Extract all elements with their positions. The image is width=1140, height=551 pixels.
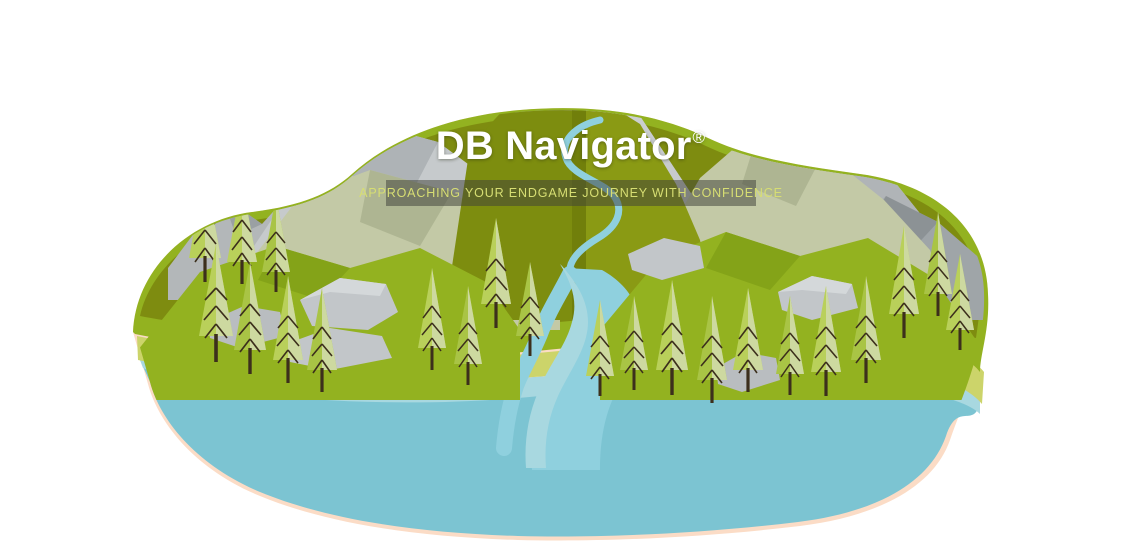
rock-outcrop-left-top (300, 278, 386, 300)
tree (946, 254, 974, 350)
tree (697, 296, 727, 403)
forest (189, 172, 974, 403)
tree (273, 276, 303, 383)
tree (924, 212, 952, 316)
tree (481, 218, 511, 328)
tree (454, 286, 482, 385)
river-mid (496, 266, 578, 456)
tree (262, 196, 290, 292)
tree (307, 288, 337, 392)
river-highlight (525, 264, 588, 468)
tree (418, 268, 446, 370)
rock-outcrop-center-right (628, 238, 704, 280)
tree (733, 288, 763, 392)
hill-right-facet (706, 232, 800, 290)
tree (811, 286, 841, 396)
tree (656, 280, 688, 395)
tree (776, 296, 804, 395)
tree (620, 296, 648, 390)
rock-outcrop-right-top (778, 276, 852, 294)
tree (234, 262, 266, 374)
tree (851, 276, 881, 383)
tree (889, 226, 919, 338)
tree (516, 262, 544, 356)
tree (199, 244, 233, 362)
tree (586, 300, 614, 396)
